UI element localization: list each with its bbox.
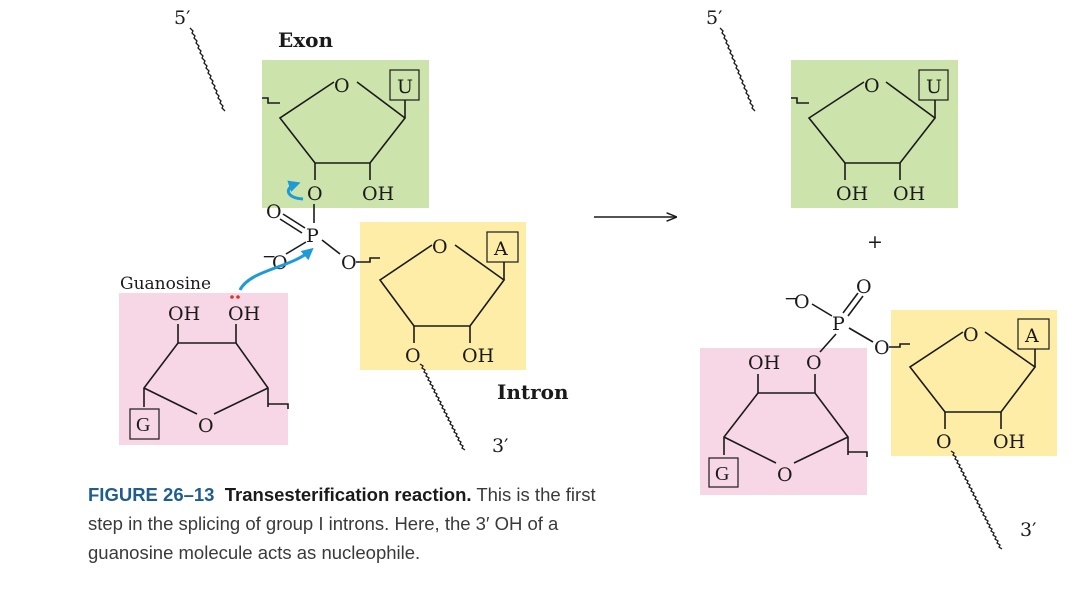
plus-sign: + [867,231,883,253]
figure-title: Transesterification reaction. [224,484,472,505]
product-three-prime: 3′ [1020,519,1036,541]
product-intron-ring-o: O [963,324,979,346]
lone-pair-dot [230,295,234,299]
product-intron-oh: OH [993,431,1025,453]
product-exon-ring-o: O [864,75,880,97]
product-guanosine-ring-o: O [777,464,793,486]
five-prime-label: 5′ [174,7,190,29]
intron-box [360,222,526,370]
product-intron-box [891,310,1057,456]
exon-label: Exon [278,28,334,52]
nucleophile-arrow [238,247,314,291]
phosphate-p: P [306,225,319,247]
exon-ring-o: O [334,75,350,97]
product-exon-base-box [918,69,949,101]
bond-break-arrow [286,180,304,201]
product-exon-oh-left: OH [836,183,868,205]
product-guanosine-link-o: O [806,352,822,374]
product-exon-backbone [719,27,756,112]
product-guanosine-oh: OH [748,352,780,374]
exon-oh: OH [362,183,394,205]
guanosine-base-box [129,408,160,440]
product-phosphate-bridge-o: O [874,337,890,359]
intron-oh: OH [462,345,494,367]
intron-label: Intron [497,380,569,404]
product-intron-backbone [950,450,1003,550]
guanosine-ring-o: O [198,415,214,437]
intron-link-o: O [405,345,421,367]
guanosine-oh-left: OH [168,303,200,325]
guanosine-box [119,293,288,445]
intron-backbone [419,363,466,451]
product-phosphate-anion-o: O [794,291,810,313]
exon-backbone [189,27,226,112]
product-phosphate-minus: − [784,289,798,309]
product-guanosine-box [700,348,867,495]
product-guanosine-base: G [715,463,729,485]
intron-ring [378,244,506,327]
phosphate-minus: − [262,247,276,267]
product-guanosine-base-box [708,457,739,488]
exon-link-o: O [307,183,323,205]
product-five-prime: 5′ [706,7,722,29]
guanosine-label: Guanosine [120,274,211,294]
guanosine-ring [143,342,269,407]
guanosine-oh-right: OH [228,303,260,325]
intron-base-box [486,231,519,263]
phosphate-double-o: O [266,201,282,223]
figure-number: FIGURE 26–13 [88,484,215,505]
exon-base: U [397,76,413,98]
caption-body: This is the first step in the splicing o… [88,484,596,563]
product-exon-base: U [926,76,942,98]
figure-caption: FIGURE 26–13 Transesterification reactio… [88,480,628,567]
product-phosphate-p: P [832,313,845,335]
lone-pair-dot [236,295,240,299]
three-prime-label: 3′ [492,435,508,457]
product-exon-oh-right: OH [893,183,925,205]
product-intron-ring [908,331,1037,413]
product-intron-base-box [1017,318,1050,350]
phosphate-bridge-o: O [341,252,357,274]
product-phosphate-double-o: O [856,276,872,298]
product-intron-link-o: O [936,431,952,453]
product-intron-base: A [1024,325,1039,347]
guanosine-base: G [136,414,150,436]
product-exon-ring [807,81,937,164]
product-exon-box [791,60,958,208]
intron-ring-o: O [432,236,448,258]
product-guanosine-ring [723,392,849,455]
exon-ring [278,81,407,164]
intron-base: A [493,238,508,260]
